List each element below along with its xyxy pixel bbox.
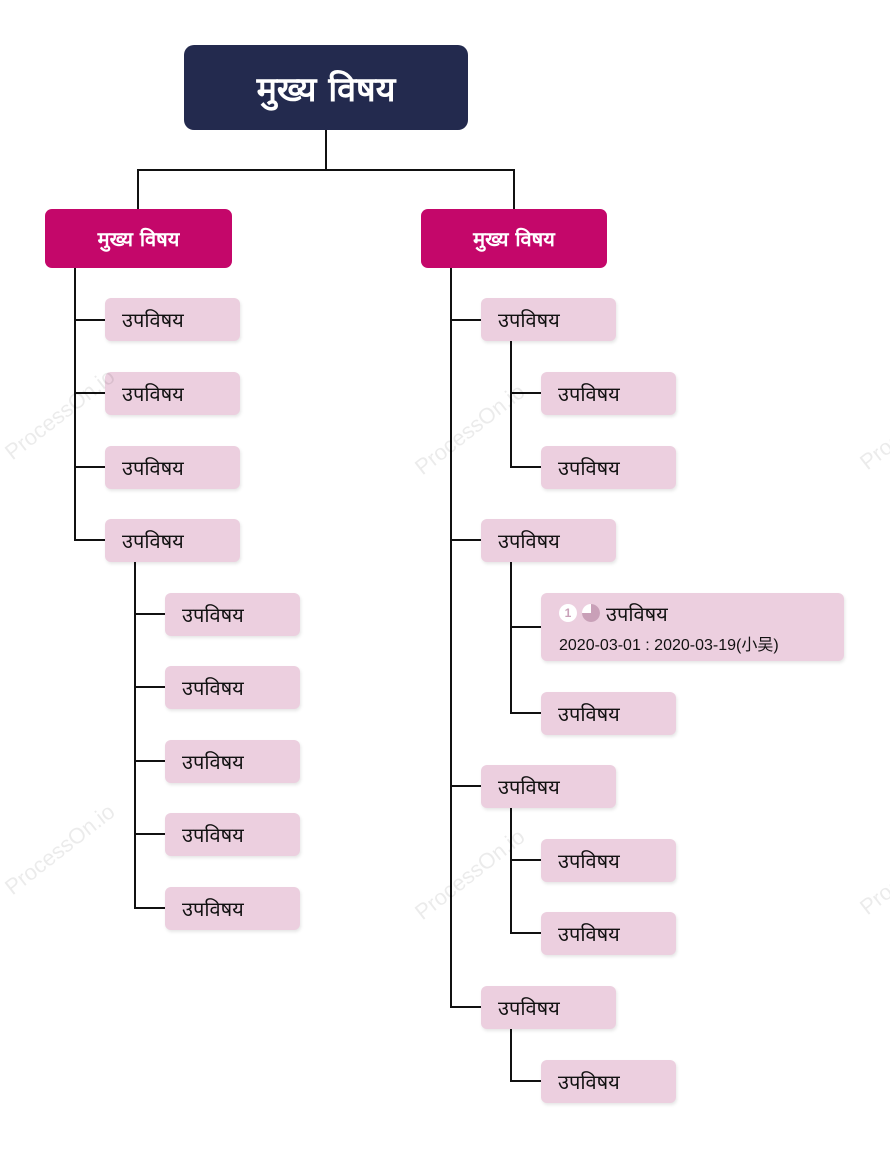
subtopic-r1[interactable]: उपविषय <box>481 298 616 341</box>
subtopic-l4-2[interactable]: उपविषय <box>165 666 300 709</box>
subtopic-l4-3[interactable]: उपविषय <box>165 740 300 783</box>
task-dates: 2020-03-01 : 2020-03-19(小吴) <box>559 636 779 654</box>
subtopic-l4-1[interactable]: उपविषय <box>165 593 300 636</box>
main-topic-right[interactable]: मुख्य विषय <box>421 209 607 268</box>
subtopic-l4-5[interactable]: उपविषय <box>165 887 300 930</box>
task-title: उपविषय <box>606 601 668 626</box>
main-topic-left[interactable]: मुख्य विषय <box>45 209 232 268</box>
root-topic[interactable]: मुख्य विषय <box>184 45 468 130</box>
progress-pie-icon <box>582 604 600 622</box>
task-topic-r2-1[interactable]: 1 उपविषय 2020-03-01 : 2020-03-19(小吴) <box>541 593 844 661</box>
priority-1-icon: 1 <box>559 604 577 622</box>
subtopic-l4-4[interactable]: उपविषय <box>165 813 300 856</box>
subtopic-l2[interactable]: उपविषय <box>105 372 240 415</box>
subtopic-r2-2[interactable]: उपविषय <box>541 692 676 735</box>
subtopic-r4[interactable]: उपविषय <box>481 986 616 1029</box>
subtopic-r4-1[interactable]: उपविषय <box>541 1060 676 1103</box>
subtopic-r3[interactable]: उपविषय <box>481 765 616 808</box>
subtopic-r2[interactable]: उपविषय <box>481 519 616 562</box>
subtopic-l4[interactable]: उपविषय <box>105 519 240 562</box>
subtopic-r1-2[interactable]: उपविषय <box>541 446 676 489</box>
subtopic-r1-1[interactable]: उपविषय <box>541 372 676 415</box>
subtopic-r3-2[interactable]: उपविषय <box>541 912 676 955</box>
subtopic-r3-1[interactable]: उपविषय <box>541 839 676 882</box>
subtopic-l3[interactable]: उपविषय <box>105 446 240 489</box>
subtopic-l1[interactable]: उपविषय <box>105 298 240 341</box>
task-title-row: 1 उपविषय <box>559 600 668 627</box>
